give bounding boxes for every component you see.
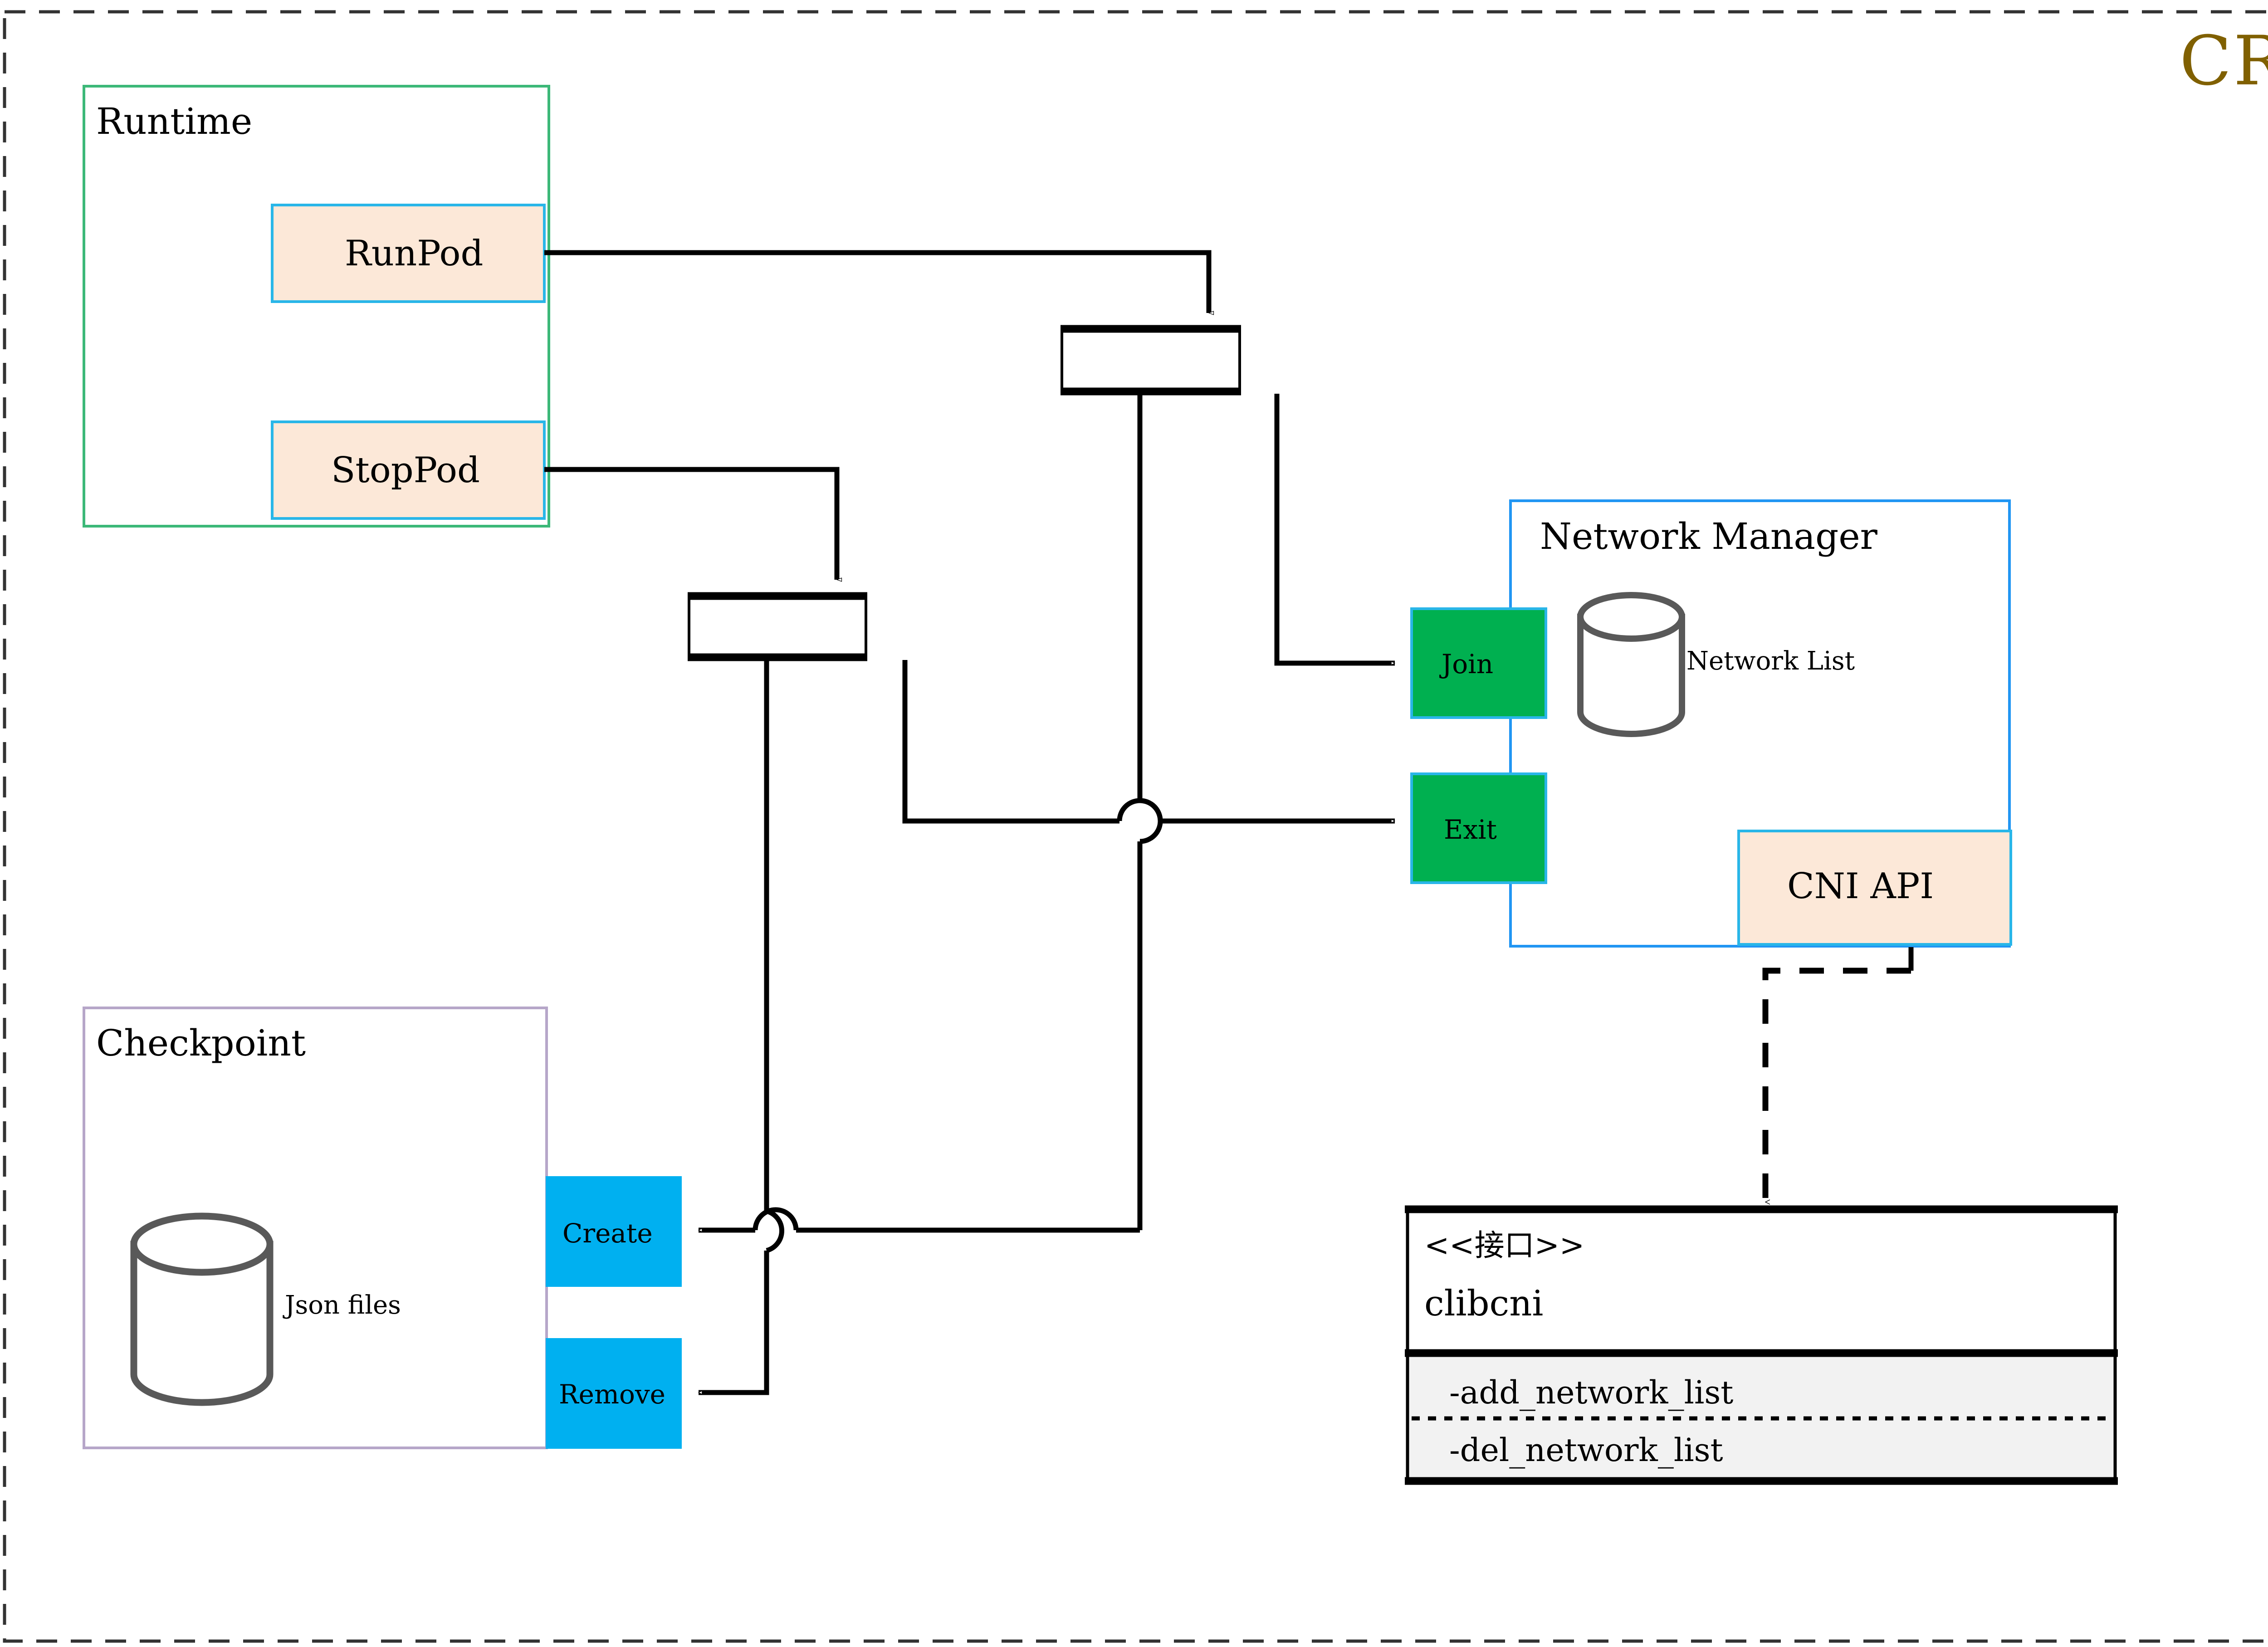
network-list-label: Network List	[1686, 646, 1855, 676]
flow-fork-to-exit-a	[902, 660, 1119, 824]
diagram-title: CRI	[2180, 22, 2268, 101]
checkpoint-group-title: Checkpoint	[96, 1022, 306, 1064]
interface-method-del: -del_network_list	[1449, 1432, 1723, 1469]
flow-runpod-to-fork	[544, 250, 1209, 313]
line-hop-remove-crossing	[766, 1208, 784, 1253]
create-label: Create	[562, 1218, 653, 1249]
json-files-label: Json files	[285, 1290, 401, 1320]
realization-cni-api-to-clibcni	[1762, 968, 1911, 1202]
flow-fork-to-remove-b	[699, 1251, 769, 1395]
join-box[interactable]	[1410, 607, 1547, 719]
line-hop-create-crossing	[753, 1207, 799, 1231]
remove-label: Remove	[559, 1379, 666, 1410]
network-manager-title: Network Manager	[1540, 515, 1877, 557]
remove-box[interactable]	[546, 1338, 682, 1449]
json-files-cylinder-icon	[130, 1212, 274, 1406]
create-box[interactable]	[546, 1176, 682, 1287]
interface-name: clibcni	[1424, 1283, 1544, 1324]
stoppod-box[interactable]	[271, 420, 546, 520]
line-hop-fork-create-crossing	[1139, 798, 1163, 844]
runpod-label: RunPod	[345, 233, 484, 274]
network-list-cylinder-icon	[1577, 592, 1685, 737]
interface-stereotype: <<接口>>	[1424, 1228, 1585, 1263]
clibcni-interface-box[interactable]	[1405, 1205, 2118, 1485]
cni-api-box[interactable]	[1737, 830, 2012, 946]
stoppod-label: StopPod	[331, 450, 480, 491]
cni-api-label: CNI API	[1787, 866, 1934, 907]
flow-stoppod-to-fork	[544, 467, 837, 580]
fork-bar-stoppod	[688, 592, 867, 661]
outer-dashed-border	[3, 10, 2268, 1643]
interface-method-add: -add_network_list	[1449, 1374, 1734, 1411]
fork-bar-runpod	[1061, 325, 1241, 396]
flow-fork-to-join	[1274, 394, 1395, 666]
runtime-group-title: Runtime	[96, 100, 253, 142]
exit-box[interactable]	[1410, 772, 1547, 884]
exit-label: Exit	[1444, 814, 1497, 845]
runpod-box[interactable]	[271, 204, 546, 303]
join-label: Join	[1442, 649, 1494, 679]
